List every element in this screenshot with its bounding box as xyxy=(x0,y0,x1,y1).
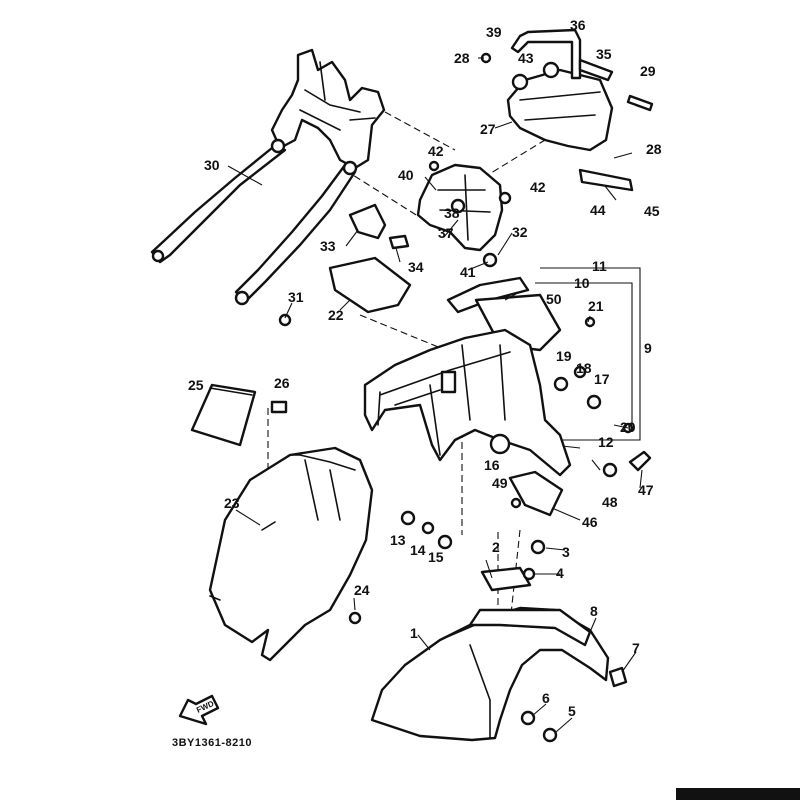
callout-35: 35 xyxy=(596,46,612,62)
callout-41: 41 xyxy=(460,264,476,280)
callout-7: 7 xyxy=(632,640,640,656)
callout-27: 27 xyxy=(480,121,496,137)
tail-bracket xyxy=(480,28,654,192)
callout-22: 22 xyxy=(328,307,344,323)
front-fender-1 xyxy=(370,539,628,743)
callout-38: 38 xyxy=(444,205,460,221)
callout-37: 37 xyxy=(438,225,454,241)
callout-14: 14 xyxy=(410,542,426,558)
callout-28a: 28 xyxy=(454,50,470,66)
tail-housing xyxy=(363,276,652,478)
bracket-33 xyxy=(348,203,410,250)
fwd-arrow: FWD xyxy=(178,694,220,726)
callout-17: 17 xyxy=(594,371,610,387)
callout-13: 13 xyxy=(390,532,406,548)
callout-48: 48 xyxy=(602,494,618,510)
callout-26: 26 xyxy=(274,375,290,391)
callout-1: 1 xyxy=(410,625,418,641)
callout-24: 24 xyxy=(354,582,370,598)
callout-45: 45 xyxy=(644,203,660,219)
callout-47: 47 xyxy=(638,482,654,498)
callout-34: 34 xyxy=(408,259,424,275)
callout-39: 39 xyxy=(486,24,502,40)
callout-16: 16 xyxy=(484,457,500,473)
callout-21: 21 xyxy=(588,298,604,314)
cover-22 xyxy=(328,256,412,314)
callout-36: 36 xyxy=(570,17,586,33)
callout-44: 44 xyxy=(590,202,606,218)
callout-31: 31 xyxy=(288,289,304,305)
callout-42b: 42 xyxy=(530,179,546,195)
callout-12: 12 xyxy=(598,434,614,450)
callout-2: 2 xyxy=(492,539,500,555)
callout-50: 50 xyxy=(546,291,562,307)
corner-marker xyxy=(676,788,800,800)
callout-18: 18 xyxy=(576,360,592,376)
callout-3: 3 xyxy=(562,544,570,560)
callout-32: 32 xyxy=(512,224,528,240)
leader-lines xyxy=(227,57,643,733)
callout-20: 20 xyxy=(620,419,636,435)
callout-15: 15 xyxy=(428,549,444,565)
callout-25: 25 xyxy=(188,377,204,393)
bracket-40 xyxy=(416,160,512,268)
callout-4: 4 xyxy=(556,565,564,581)
callout-28b: 28 xyxy=(646,141,662,157)
callout-42a: 42 xyxy=(428,143,444,159)
callout-43: 43 xyxy=(518,50,534,66)
callout-23: 23 xyxy=(224,495,240,511)
callout-49: 49 xyxy=(492,475,508,491)
callout-40: 40 xyxy=(398,167,414,183)
callout-9: 9 xyxy=(644,340,652,356)
callout-33: 33 xyxy=(320,238,336,254)
callout-11: 11 xyxy=(592,258,607,274)
callout-5: 5 xyxy=(568,703,576,719)
callout-8: 8 xyxy=(590,603,598,619)
plate-46 xyxy=(508,470,564,517)
rear-frame xyxy=(150,48,386,306)
callout-19: 19 xyxy=(556,348,572,364)
callout-10: 10 xyxy=(574,275,590,291)
diagram-code: 3BY1361-8210 xyxy=(172,737,252,749)
callout-46: 46 xyxy=(582,514,598,530)
callout-30: 30 xyxy=(204,157,220,173)
inner-fender-23 xyxy=(208,446,374,662)
plate-25 xyxy=(190,383,288,447)
callout-numbers: 1 2 3 4 5 6 7 8 9 10 11 12 13 14 15 16 1… xyxy=(188,17,662,719)
callout-29: 29 xyxy=(640,63,656,79)
bolts-13-15 xyxy=(278,313,453,550)
callout-6: 6 xyxy=(542,690,550,706)
